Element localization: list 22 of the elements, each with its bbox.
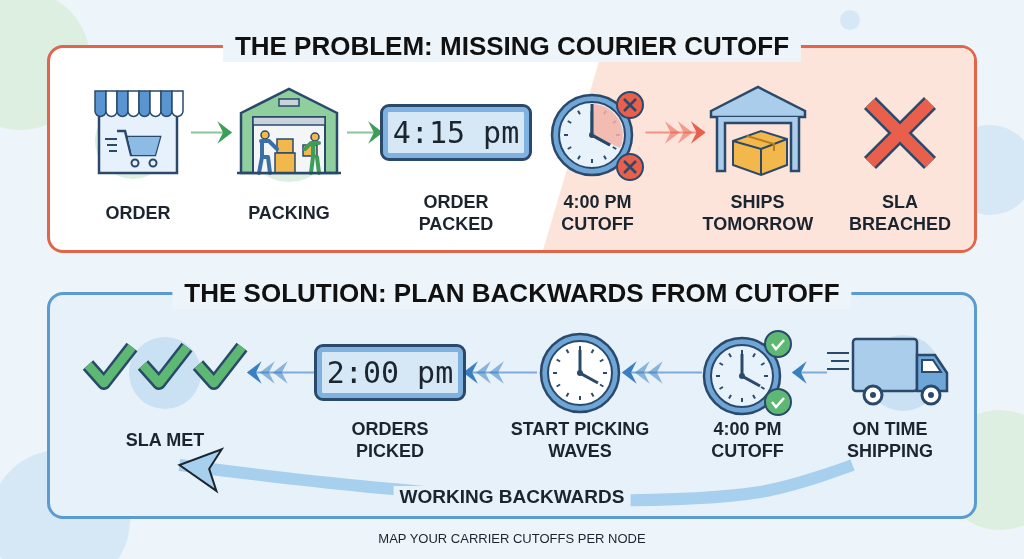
chevron-arrow	[463, 361, 538, 384]
step-label: ORDERS PICKED	[350, 418, 430, 462]
step-label: 4:00 PM CUTOFF	[710, 418, 785, 462]
step-label: PACKING	[248, 201, 330, 224]
chevron-arrow	[346, 121, 383, 144]
footer-note: MAP YOUR CARRIER CUTOFFS PER NODE	[377, 531, 647, 546]
clock-time: 2:00 pm	[326, 355, 454, 390]
step-label: START PICKING WAVES	[509, 418, 651, 462]
step-label: SLA BREACHED	[848, 190, 952, 235]
step-label: ON TIME SHIPPING	[846, 418, 934, 462]
step-label: SLA MET	[125, 429, 205, 451]
chevron-arrow	[247, 361, 317, 384]
step-label: SHIPS TOMORROW	[702, 190, 813, 235]
step-label: 4:00 PM CUTOFF	[560, 190, 635, 235]
clock-time: 4:15 pm	[392, 115, 520, 150]
edge-label: WORKING BACKWARDS	[393, 486, 631, 508]
chevron-arrow	[791, 361, 828, 384]
chevron-arrow	[622, 361, 703, 384]
step-label: ORDER PACKED	[417, 190, 495, 235]
chevron-arrow	[190, 121, 233, 144]
step-label: ORDER	[105, 201, 171, 224]
chevron-arrow	[644, 121, 706, 144]
